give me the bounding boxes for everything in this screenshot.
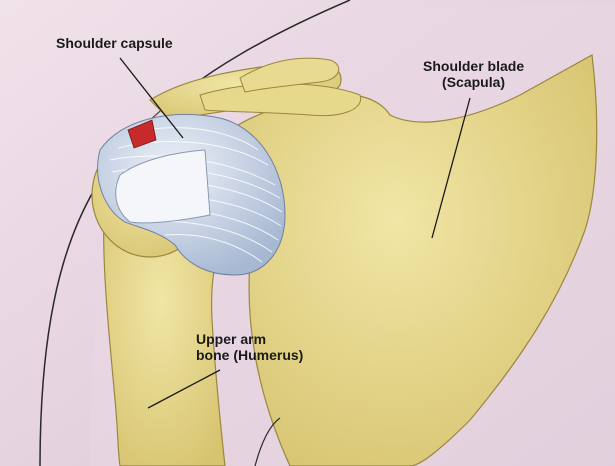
label-humerus: Upper arm bone (Humerus) xyxy=(196,331,303,363)
label-humerus-line2: bone (Humerus) xyxy=(196,347,303,363)
label-shoulder-capsule: Shoulder capsule xyxy=(56,35,173,51)
label-shoulder-blade-line2: (Scapula) xyxy=(423,74,524,90)
label-shoulder-blade-line1: Shoulder blade xyxy=(423,58,524,74)
label-shoulder-blade: Shoulder blade (Scapula) xyxy=(423,58,524,90)
label-humerus-line1: Upper arm xyxy=(196,331,303,347)
label-shoulder-capsule-text: Shoulder capsule xyxy=(56,35,173,51)
